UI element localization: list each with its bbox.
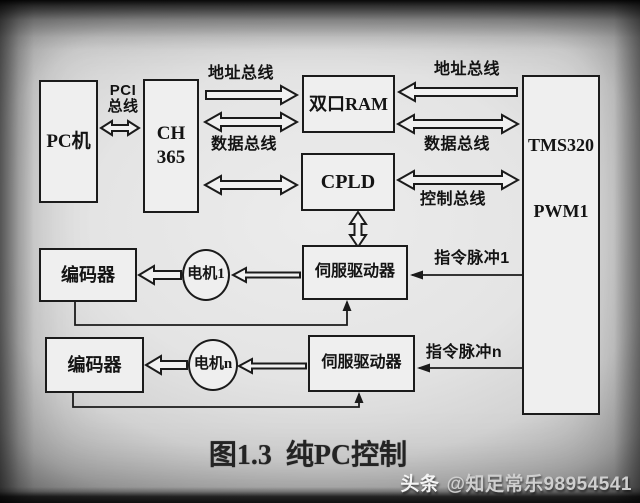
command-pulse-n-label: 指令脉冲n (425, 344, 503, 361)
tms320-box: TMS320 PWM1 (522, 75, 600, 415)
pci-bus-arrow (99, 119, 141, 137)
motorn-to-encoder2-arrow (144, 354, 188, 376)
dual-port-ram-box: 双口RAM (302, 75, 395, 133)
dual-port-ram-label: 双口RAM (309, 93, 388, 114)
ch365-box-label-line1: CH (156, 123, 186, 144)
pulse1-arrowhead (410, 270, 423, 280)
control-bus-arrow (395, 169, 521, 191)
pwm1-label: PWM1 (533, 201, 589, 221)
servo1-to-motor1-arrow (230, 266, 301, 284)
encoder1-feedback-line (74, 302, 348, 326)
pci-bus-label-line2: 总线 (107, 98, 139, 115)
address-bus-right-label: 地址总线 (433, 61, 500, 78)
data-bus-left-label: 数据总线 (210, 136, 277, 153)
motor-1-node: 电机1 (182, 249, 230, 301)
ch365-box-label-line2: 365 (156, 147, 186, 168)
encoder2-feedback-line (72, 393, 360, 408)
servo-driver-1-label: 伺服驱动器 (314, 263, 395, 281)
cpld-servo-arrow (348, 210, 368, 249)
servo-driver-2-label: 伺服驱动器 (321, 354, 402, 372)
motor-n-node: 电机n (188, 339, 238, 391)
pc-box: PC机 (39, 80, 98, 203)
address-bus-left-label: 地址总线 (207, 65, 274, 82)
control-bus-label: 控制总线 (419, 191, 486, 208)
servo-driver-2-box: 伺服驱动器 (308, 335, 415, 392)
pci-bus-label: PCI 总线 (103, 83, 143, 115)
motor-n-label: 电机n (193, 356, 233, 373)
address-bus-right-arrow (396, 81, 518, 103)
encoder-2-label: 编码器 (67, 354, 122, 375)
figure-caption: 图1.3 纯PC控制 (208, 440, 408, 471)
encoder-1-label: 编码器 (61, 264, 115, 285)
tms320-label: TMS320 (527, 135, 594, 155)
encoder2-feedback-arrowhead (354, 392, 364, 403)
pc-box-label: PC机 (46, 130, 91, 152)
servo2-to-motorn-arrow (236, 357, 307, 375)
pulse-n-arrowhead (417, 363, 430, 373)
data-bus-left-arrow-upper (202, 111, 300, 133)
watermark-handle: @知足常乐98954541 (446, 474, 632, 495)
encoder-1-box: 编码器 (39, 248, 137, 302)
encoder1-feedback-arrowhead (342, 300, 352, 311)
watermark: 头条 @知足常乐98954541 (400, 469, 632, 496)
data-bus-left-arrow-lower (202, 174, 300, 196)
motor-1-label: 电机1 (187, 266, 225, 283)
command-pulse-1-label: 指令脉冲1 (434, 250, 510, 267)
cpld-label: CPLD (320, 170, 376, 193)
motor1-to-encoder1-arrow (137, 264, 182, 286)
servo-driver-1-box: 伺服驱动器 (302, 245, 408, 300)
pci-bus-label-line1: PCI (109, 82, 137, 99)
ch365-box: CH 365 (143, 79, 199, 213)
cpld-box: CPLD (301, 153, 395, 211)
address-bus-left-arrow (205, 84, 300, 106)
data-bus-right-label: 数据总线 (423, 136, 490, 153)
encoder-2-box: 编码器 (45, 337, 144, 393)
watermark-brand: 头条 (400, 474, 440, 495)
data-bus-right-arrow (395, 113, 521, 135)
